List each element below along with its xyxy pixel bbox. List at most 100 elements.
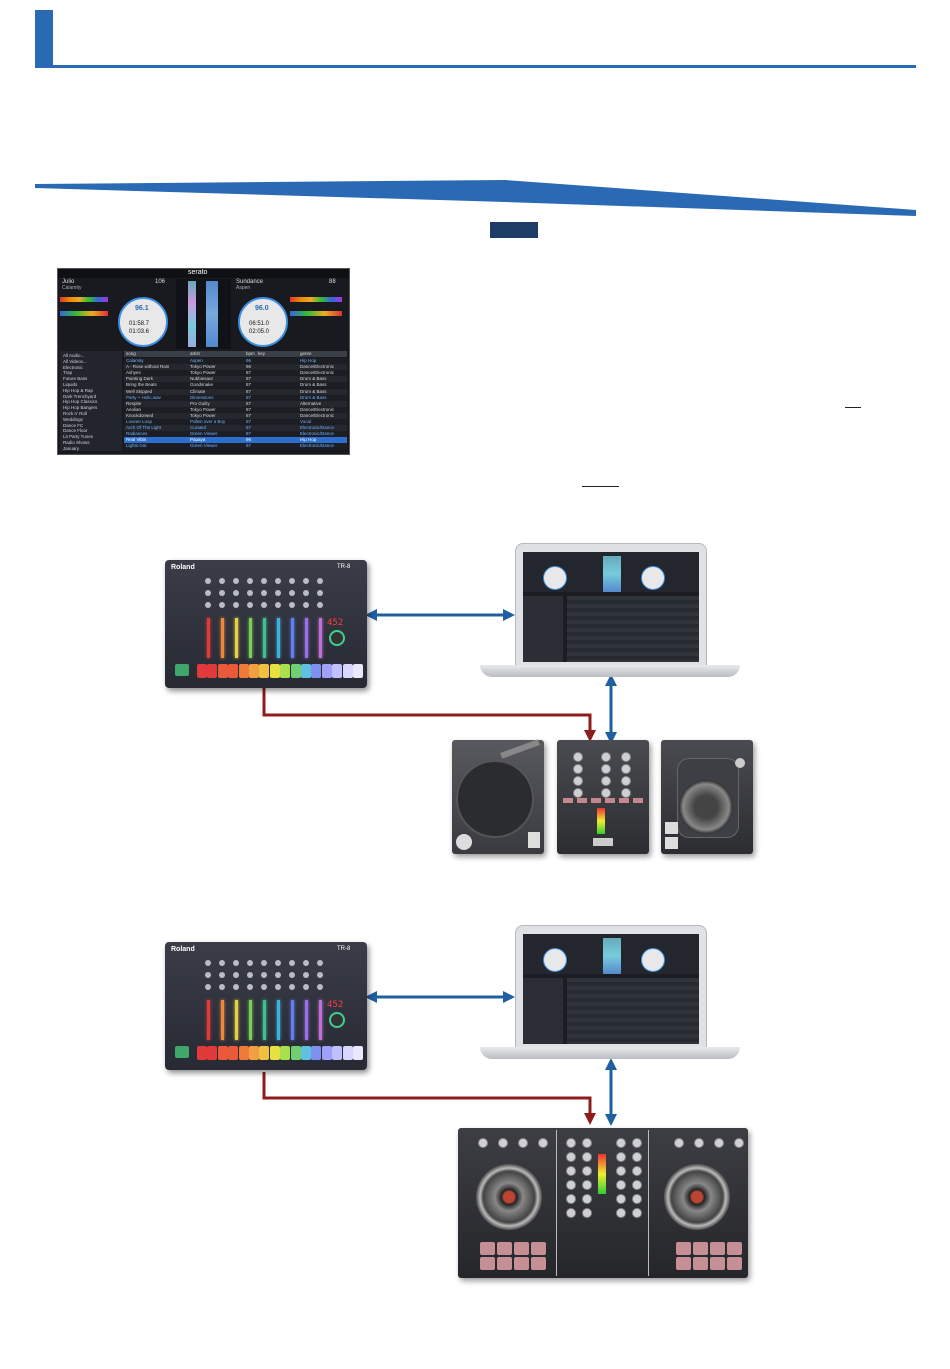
knob[interactable] [261, 590, 267, 596]
eq-knob[interactable] [573, 776, 583, 786]
step-pad[interactable] [353, 664, 363, 678]
performance-pad[interactable] [676, 1242, 691, 1255]
performance-pad[interactable] [693, 1242, 708, 1255]
instrument-fader[interactable] [263, 1000, 266, 1040]
knob[interactable] [289, 984, 295, 990]
knob[interactable] [261, 602, 267, 608]
knob[interactable] [247, 590, 253, 596]
step-pad[interactable] [217, 1046, 228, 1060]
eq-knob[interactable] [566, 1152, 576, 1162]
eq-knob[interactable] [621, 788, 631, 798]
step-pad[interactable] [217, 664, 228, 678]
step-pad[interactable] [342, 1046, 353, 1060]
instrument-fader[interactable] [249, 618, 252, 658]
eq-knob[interactable] [621, 752, 631, 762]
performance-pad[interactable] [710, 1257, 725, 1270]
performance-pad[interactable] [514, 1242, 529, 1255]
knob[interactable] [303, 578, 309, 584]
step-pad[interactable] [321, 1046, 332, 1060]
performance-pad[interactable] [480, 1242, 495, 1255]
knob[interactable] [317, 602, 323, 608]
knob[interactable] [233, 972, 239, 978]
eq-knob[interactable] [621, 764, 631, 774]
step-pad[interactable] [321, 664, 332, 678]
performance-pad[interactable] [727, 1242, 742, 1255]
knob[interactable] [289, 578, 295, 584]
crate-item[interactable]: January [63, 445, 80, 451]
fx-knob[interactable] [518, 1138, 528, 1148]
knob[interactable] [303, 984, 309, 990]
eq-knob[interactable] [601, 788, 611, 798]
cue-button[interactable] [633, 798, 643, 803]
instrument-fader[interactable] [305, 1000, 308, 1040]
step-pad[interactable] [228, 1046, 239, 1060]
step-pad[interactable] [238, 1046, 249, 1060]
knob[interactable] [219, 960, 225, 966]
eq-knob[interactable] [601, 776, 611, 786]
step-pad[interactable] [332, 664, 343, 678]
knob[interactable] [261, 984, 267, 990]
eq-knob[interactable] [566, 1138, 576, 1148]
knob[interactable] [233, 602, 239, 608]
eq-knob[interactable] [566, 1180, 576, 1190]
crate-item[interactable]: Rock n' Roll [63, 411, 87, 416]
knob[interactable] [261, 578, 267, 584]
fx-knob[interactable] [714, 1138, 724, 1148]
eq-knob[interactable] [573, 788, 583, 798]
step-pad[interactable] [249, 664, 259, 678]
knob[interactable] [289, 602, 295, 608]
performance-pad[interactable] [514, 1257, 529, 1270]
performance-pad[interactable] [710, 1242, 725, 1255]
instrument-fader[interactable] [291, 1000, 294, 1040]
step-pad[interactable] [249, 1046, 259, 1060]
instrument-fader[interactable] [263, 618, 266, 658]
start-button[interactable] [175, 664, 189, 676]
instrument-fader[interactable] [207, 1000, 210, 1040]
step-pad[interactable] [238, 664, 249, 678]
knob[interactable] [275, 972, 281, 978]
eq-knob[interactable] [573, 764, 583, 774]
knob[interactable] [303, 972, 309, 978]
instrument-fader[interactable] [221, 1000, 224, 1040]
fx-knob[interactable] [498, 1138, 508, 1148]
step-pad[interactable] [228, 664, 239, 678]
crate-item[interactable]: Lit Party Tunes [63, 434, 94, 440]
knob[interactable] [219, 578, 225, 584]
eq-knob[interactable] [632, 1194, 642, 1204]
step-pad[interactable] [290, 664, 301, 678]
knob[interactable] [247, 984, 253, 990]
eq-knob[interactable] [601, 764, 611, 774]
knob[interactable] [303, 590, 309, 596]
step-pad[interactable] [197, 1046, 207, 1060]
column-header[interactable]: bpm [246, 351, 255, 356]
cue-button[interactable] [619, 798, 629, 803]
knob[interactable] [219, 602, 225, 608]
eq-knob[interactable] [632, 1180, 642, 1190]
knob[interactable] [289, 972, 295, 978]
step-pad[interactable] [353, 1046, 363, 1060]
step-pad[interactable] [290, 1046, 301, 1060]
fx-knob[interactable] [538, 1138, 548, 1148]
knob[interactable] [233, 984, 239, 990]
knob[interactable] [275, 602, 281, 608]
instrument-fader[interactable] [319, 1000, 322, 1040]
crate-item[interactable]: Weddings [63, 416, 83, 422]
knob[interactable] [205, 972, 211, 978]
crate-item[interactable]: Dance FC [63, 422, 84, 428]
eq-knob[interactable] [632, 1138, 642, 1148]
step-pad[interactable] [207, 664, 218, 678]
performance-pad[interactable] [497, 1242, 512, 1255]
knob[interactable] [247, 602, 253, 608]
instrument-fader[interactable] [319, 618, 322, 658]
performance-pad[interactable] [480, 1257, 495, 1270]
knob[interactable] [261, 972, 267, 978]
fx-knob[interactable] [478, 1138, 488, 1148]
